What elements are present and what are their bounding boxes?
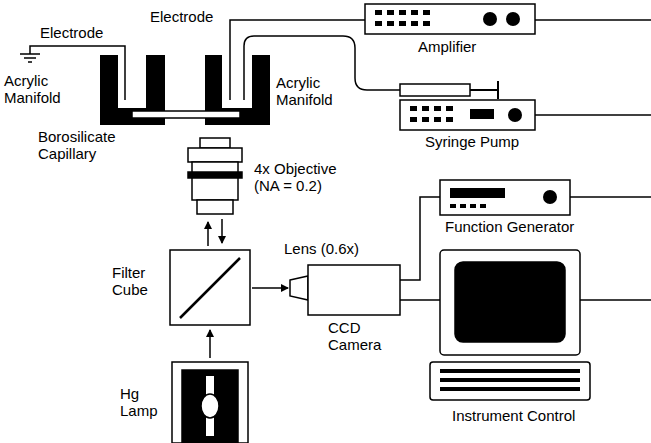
part-label: Function Generator xyxy=(445,218,605,235)
syringe-pump xyxy=(422,117,429,122)
computer xyxy=(440,369,580,373)
part-label: Instrument Control xyxy=(452,407,612,424)
amplifier xyxy=(399,21,406,26)
objective xyxy=(188,138,242,214)
computer xyxy=(580,299,651,301)
function-generator xyxy=(450,188,557,208)
ground-symbol xyxy=(20,54,40,62)
part-label: 4x Objective (NA = 0.2) xyxy=(254,160,364,195)
function-generator xyxy=(570,196,651,198)
ccd-camera xyxy=(400,197,440,300)
amplifier xyxy=(399,10,406,15)
part-label: Borosilicate Capillary xyxy=(38,128,134,163)
ccd-camera xyxy=(290,276,308,300)
function-generator xyxy=(460,204,466,208)
amplifier xyxy=(535,19,651,21)
amplifier xyxy=(365,4,535,34)
syringe-pump xyxy=(434,117,441,122)
part-label: Electrode xyxy=(150,8,226,25)
hg-lamp xyxy=(172,362,248,443)
amplifier xyxy=(506,12,520,26)
syringe xyxy=(392,89,400,91)
syringe-pump xyxy=(535,114,651,116)
amplifier xyxy=(375,10,520,26)
amplifier xyxy=(387,21,394,26)
filter-cube xyxy=(170,250,250,325)
part-label: Amplifier xyxy=(418,38,508,55)
part-label: Electrode xyxy=(40,24,120,41)
hg-lamp xyxy=(172,362,248,443)
syringe xyxy=(400,84,470,96)
syringe-pump xyxy=(422,106,429,111)
amplifier xyxy=(411,21,418,26)
function-generator xyxy=(543,190,557,204)
amplifier xyxy=(365,4,651,34)
computer xyxy=(440,369,580,391)
syringe-pump xyxy=(434,106,441,111)
objective xyxy=(188,148,242,162)
amplifier xyxy=(375,10,382,15)
capillary xyxy=(132,111,240,118)
syringe-pump xyxy=(470,109,494,119)
filter-cube xyxy=(180,258,240,318)
part-label: Syringe Pump xyxy=(425,133,545,150)
hg-lamp xyxy=(201,394,219,418)
syringe-pump xyxy=(410,117,417,122)
computer xyxy=(430,250,651,400)
syringe-pump xyxy=(410,106,417,111)
part-label: Hg Lamp xyxy=(120,385,166,420)
function-generator xyxy=(480,204,486,208)
filter-cube xyxy=(170,250,250,325)
ccd-camera xyxy=(308,265,400,315)
computer xyxy=(440,387,580,391)
amplifier xyxy=(387,10,394,15)
computer xyxy=(430,362,590,400)
objective xyxy=(188,172,242,178)
amplifier xyxy=(423,21,430,26)
objective xyxy=(200,138,230,148)
syringe-pump xyxy=(446,117,453,122)
function-generator xyxy=(450,188,505,198)
syringe-pump xyxy=(410,106,522,122)
function-generator xyxy=(440,180,570,215)
objective xyxy=(192,162,238,200)
syringe xyxy=(470,81,498,99)
light-path-arrow xyxy=(207,222,209,246)
computer xyxy=(455,262,565,342)
light-path-arrow xyxy=(209,330,211,358)
syringe-pump xyxy=(400,100,651,130)
part-label: Acrylic Manifold xyxy=(276,74,344,109)
syringe-pump xyxy=(508,108,522,122)
light-path-arrow xyxy=(252,287,288,289)
amplifier xyxy=(423,10,430,15)
function-generator xyxy=(440,180,651,215)
function-generator xyxy=(450,204,456,208)
function-generator xyxy=(470,204,476,208)
amplifier xyxy=(483,12,497,26)
part-label: Filter Cube xyxy=(112,264,166,299)
objective xyxy=(197,200,233,214)
hg-lamp xyxy=(182,370,238,443)
part-label: Acrylic Manifold xyxy=(4,72,72,107)
computer xyxy=(440,250,580,355)
light-path-arrow xyxy=(221,219,223,243)
part-label: CCD Camera xyxy=(328,319,390,354)
computer xyxy=(440,378,580,382)
syringe xyxy=(392,81,498,99)
amplifier xyxy=(411,10,418,15)
syringe-pump xyxy=(400,100,535,130)
part-label: Lens (0.6x) xyxy=(284,240,394,257)
amplifier xyxy=(375,21,382,26)
syringe-pump xyxy=(446,106,453,111)
capillary xyxy=(132,111,240,118)
